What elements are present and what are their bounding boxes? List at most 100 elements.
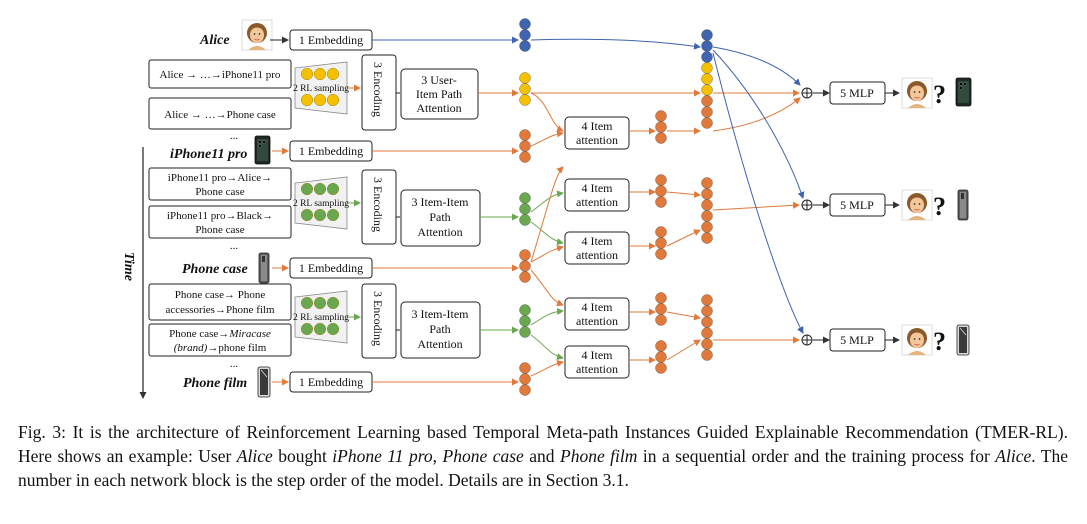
node (701, 327, 713, 339)
rl-node (314, 67, 327, 80)
encoding-label: 3 Encoding (371, 177, 385, 232)
node-column-att-5 (655, 340, 667, 374)
embedding-label: 1 Embedding (299, 375, 363, 389)
node (655, 132, 667, 144)
mlp-block-1: 5 MLP (829, 81, 886, 105)
node (655, 185, 667, 197)
node-column-user-embedding (519, 18, 531, 52)
phone-film-icon (257, 366, 271, 398)
node (519, 271, 531, 283)
ellipsis: ... (230, 240, 239, 252)
item-attention-line2: attention (576, 133, 618, 147)
mlp-block-2: 5 MLP (829, 193, 886, 217)
caption-phone-film: Phone film (560, 446, 638, 466)
node (655, 174, 667, 186)
question-mark: ? (933, 80, 946, 109)
embedding-label: 1 Embedding (299, 33, 363, 47)
node (701, 349, 713, 361)
node (519, 304, 531, 316)
node (701, 305, 713, 317)
caption-text: . The number in each network block is th… (18, 446, 1068, 490)
rl-node (314, 323, 327, 336)
attention-line2: Path (429, 322, 450, 336)
attention-line1: 3 User- (421, 73, 456, 87)
node-column-iphone-embedding (519, 129, 531, 163)
node (519, 192, 531, 204)
node (701, 338, 713, 350)
node (701, 40, 713, 52)
attention-line3: Attention (416, 101, 461, 115)
architecture-diagram: Time Alice iPhone11 pro Phone case Phone… (121, 18, 972, 399)
rl-sampling-block-iphone: 2 RL sampling (293, 176, 361, 230)
phone-film-icon (956, 324, 970, 356)
rl-sampling-block-phone-case: 2 RL sampling (293, 290, 361, 344)
node (519, 40, 531, 52)
node (701, 84, 713, 96)
node-column-att-3 (655, 226, 667, 260)
node (701, 95, 713, 107)
node (519, 315, 531, 327)
mlp-label: 5 MLP (840, 198, 874, 212)
attention-line2: Item Path (416, 87, 462, 101)
node (701, 316, 713, 328)
node (519, 140, 531, 152)
node (655, 362, 667, 374)
encoding-block-phone-case: 3 Encoding (361, 283, 397, 359)
embedding-block-phone-case: 1 Embedding (289, 257, 373, 279)
item-attention-line1: 4 Item (582, 300, 614, 314)
path-case-1-line1: Phone case→ Phone (175, 289, 266, 301)
item-attention-line1: 4 Item (582, 234, 614, 248)
path-alice-phone-case: Alice → …→Phone case (164, 109, 276, 121)
encoding-label: 3 Encoding (371, 62, 385, 117)
time-label: Time (121, 252, 136, 281)
ellipsis: ... (230, 130, 239, 142)
item-attention-line2: attention (576, 362, 618, 376)
rl-node (301, 93, 314, 106)
caption-text: Fig. 3: It is the architecture of Reinfo… (18, 422, 1068, 466)
caption-text: bought (272, 446, 333, 466)
node (519, 72, 531, 84)
node (519, 362, 531, 374)
ellipsis: ... (230, 358, 239, 370)
question-mark: ? (933, 327, 946, 356)
rl-node (314, 93, 327, 106)
plus-circle-icon (801, 199, 813, 211)
node (519, 214, 531, 226)
node-column-case-paths (519, 304, 531, 338)
path-iphone-1-line1: iPhone11 pro→Alice→ (168, 172, 272, 184)
figure-caption: Fig. 3: It is the architecture of Reinfo… (18, 420, 1068, 492)
node-column-att-2 (655, 174, 667, 208)
node (701, 221, 713, 233)
node (519, 326, 531, 338)
item-item-path-attention-2: 3 Item-Item Path Attention (400, 301, 481, 359)
node-column-case-embedding (519, 249, 531, 283)
caption-alice: Alice (995, 446, 1032, 466)
path-case-2-b: Miracase (228, 328, 271, 340)
node (519, 373, 531, 385)
caption-phone-case: Phone case (442, 446, 524, 466)
attention-line2: Path (429, 210, 450, 224)
node (655, 121, 667, 133)
user-face-icon (901, 189, 933, 221)
rl-node (327, 323, 340, 336)
entity-alice: Alice (199, 33, 230, 48)
node-column-final (701, 29, 713, 361)
node (701, 117, 713, 129)
node (701, 232, 713, 244)
entity-phone-film: Phone film (183, 376, 247, 391)
encoding-block-user: 3 Encoding (361, 54, 397, 131)
node (701, 29, 713, 41)
node (519, 260, 531, 272)
rl-node (301, 182, 314, 195)
rl-sampling-block-user: 2 RL sampling (293, 61, 361, 115)
node (519, 18, 531, 30)
caption-iphone: iPhone 11 pro (332, 446, 433, 466)
node (519, 94, 531, 106)
phone-icon (955, 77, 972, 107)
svg-text:(brand)→phone film: (brand)→phone film (174, 342, 267, 354)
node (701, 199, 713, 211)
item-attention-line1: 4 Item (582, 348, 614, 362)
